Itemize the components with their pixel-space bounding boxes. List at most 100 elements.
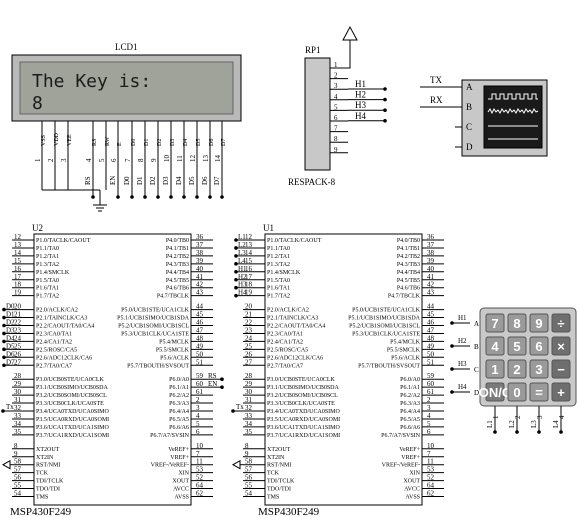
mcu-pin-name: P4.1/TB1 (397, 246, 420, 252)
mcu-pin-number: 17 (245, 273, 253, 281)
mcu-pin-number: 14 (245, 249, 253, 257)
lcd-pin-number: 11 (176, 155, 184, 162)
keypad-col-net: L1 (486, 420, 494, 428)
keypad-key-label: 7 (491, 316, 498, 331)
junction-dot (2, 307, 6, 312)
keypad-key (529, 359, 549, 379)
mcu-pin-name: XOUT (403, 479, 420, 485)
junction-dot (450, 390, 454, 394)
mcu-pin-name: P5.3/UCB1CLK/UCA1STE (121, 331, 189, 337)
mcu-pin-name: P6.3/A3 (169, 401, 189, 407)
junction-dot (450, 367, 454, 371)
mcu-pin-name: P2.0/ACLK/CA2 (36, 308, 78, 314)
mcu-pin-name: P6.6/A6 (400, 425, 420, 431)
mcu-pin-number: 31 (245, 396, 253, 404)
lcd-pin-name: VSS (41, 135, 47, 146)
mcu-pin-name: P2.1/TAINCLK/CA3 (267, 316, 318, 322)
mcu-pin-name: P4.4/TB4 (397, 270, 420, 276)
mcu-pin-number: 23 (14, 326, 22, 334)
u2-net-label: D7 (6, 358, 15, 366)
mcu-pin-name: P4.6/TB6 (166, 286, 189, 292)
mcu-pin-number: 41 (427, 273, 435, 281)
mcu-pin-name: P1.4/SMCLK (36, 270, 70, 276)
mcu-pin-name: P6.7/A7/SVSIN (150, 433, 190, 439)
mcu-pin-name: P5.0/UCB1STE/UCA1CLK (352, 308, 421, 314)
mcu-pin-number: 45 (196, 311, 204, 319)
keypad-key (507, 359, 527, 379)
mcu-pin-name: P6.6/A6 (169, 425, 189, 431)
mcu-pin-name: P3.0/UCB0STE/UCA0CLK (267, 377, 336, 383)
mcu-pin-number: 26 (14, 350, 22, 358)
mcu-pin-number: 18 (14, 281, 22, 289)
mcu-pin-number: 19 (245, 289, 253, 297)
keypad-key-label: 8 (513, 316, 520, 331)
mcu-pin-number: 27 (14, 358, 22, 366)
mcu-pin-number: 56 (245, 474, 253, 482)
mcu-pin-number: 22 (14, 319, 22, 327)
scope-channel-label: B (466, 102, 472, 112)
respack-pin-number: 2 (334, 72, 338, 80)
junction-dot (182, 195, 186, 199)
mcu-pin-name: P2.2/CAOUT/TA0/CA4 (267, 324, 325, 330)
junction-dot (559, 430, 563, 434)
mcu-pin-name: TDI/TCLK (267, 479, 295, 485)
keypad-key-label: = (535, 385, 543, 400)
mcu-pin-name: XT2IN (267, 455, 285, 461)
mcu-pin-number: 57 (245, 466, 253, 474)
junction-dot (234, 238, 238, 242)
mcu-pin-number: 25 (245, 342, 253, 350)
mcu-pin-number: 38 (196, 249, 204, 257)
junction-dot (515, 430, 519, 434)
keypad-key-label: 0 (513, 385, 520, 400)
scope-trace-a (488, 93, 538, 100)
junction-dot (130, 195, 134, 199)
mcu-pin-name: P2.0/ACLK/CA2 (267, 308, 309, 314)
mcu-pin-number: 46 (427, 319, 435, 327)
mcu-pin-number: 33 (245, 412, 253, 420)
mcu-pin-name: P2.6/ADC12CLK/CA6 (267, 355, 323, 361)
mcu-pin-name: XIN (178, 471, 189, 477)
junction-dot (234, 270, 238, 274)
mcu-pin-number: 51 (196, 358, 204, 366)
mcu-pin-number: 50 (427, 350, 435, 358)
junction-dot (234, 277, 238, 282)
mcu-pin-name: P2.3/CA0/TA1 (267, 331, 303, 337)
mcu-pin-name: P2.5/ROSC/CA5 (267, 347, 308, 353)
keypad-row-label: D (474, 389, 479, 397)
mcu-pin-name: P6.0/A0 (169, 377, 189, 383)
junction-dot (383, 119, 387, 123)
mcu-pin-name: P1.5/TA0 (267, 278, 290, 284)
mcu-pin-name: P3.2/UCB0SOMI/UCB0SCL (267, 393, 338, 399)
lcd-net-label: D6 (201, 176, 209, 185)
junction-dot (2, 347, 6, 352)
mcu-pin-number: 5 (427, 420, 431, 428)
mcu-pin-number: 4 (427, 412, 431, 420)
lcd-pin-name: D4 (183, 139, 189, 146)
u2-net-label: D6 (6, 350, 15, 358)
keypad-key-label: 4 (491, 339, 499, 354)
lcd-pin-name: D2 (157, 139, 163, 146)
lcd-pin-number: 4 (85, 158, 93, 162)
mcu-pin-number: 49 (196, 342, 204, 350)
u2-part: MSP430F249 (10, 506, 72, 518)
lcd-pin-name: VDD (54, 132, 60, 146)
mcu-pin-number: 8 (14, 442, 18, 450)
mcu-pin-number: 54 (14, 490, 22, 498)
rx-label: RX (430, 95, 443, 105)
mcu-pin-number: 9 (14, 450, 18, 458)
lcd-net-label: EN (109, 176, 117, 185)
mcu-pin-name: P3.0/UCB0STE/UCA0CLK (36, 377, 105, 383)
lcd-net-label: D7 (213, 176, 221, 185)
mcu-pin-number: 12 (245, 233, 253, 241)
mcu-pin-name: P6.1/A1 (169, 385, 189, 391)
mcu-pin-name: P1.0/TACLK/CAOUT (267, 238, 322, 244)
mcu-pin-name: P3.3/UCB0CLK/UCA0STE (267, 401, 335, 407)
mcu-pin-name: AVSS (405, 495, 420, 501)
mcu-pin-number: 58 (245, 458, 253, 466)
mcu-pin-name: P4.5/TB5 (166, 278, 189, 284)
mcu-pin-name: P6.4/A4 (400, 409, 420, 415)
